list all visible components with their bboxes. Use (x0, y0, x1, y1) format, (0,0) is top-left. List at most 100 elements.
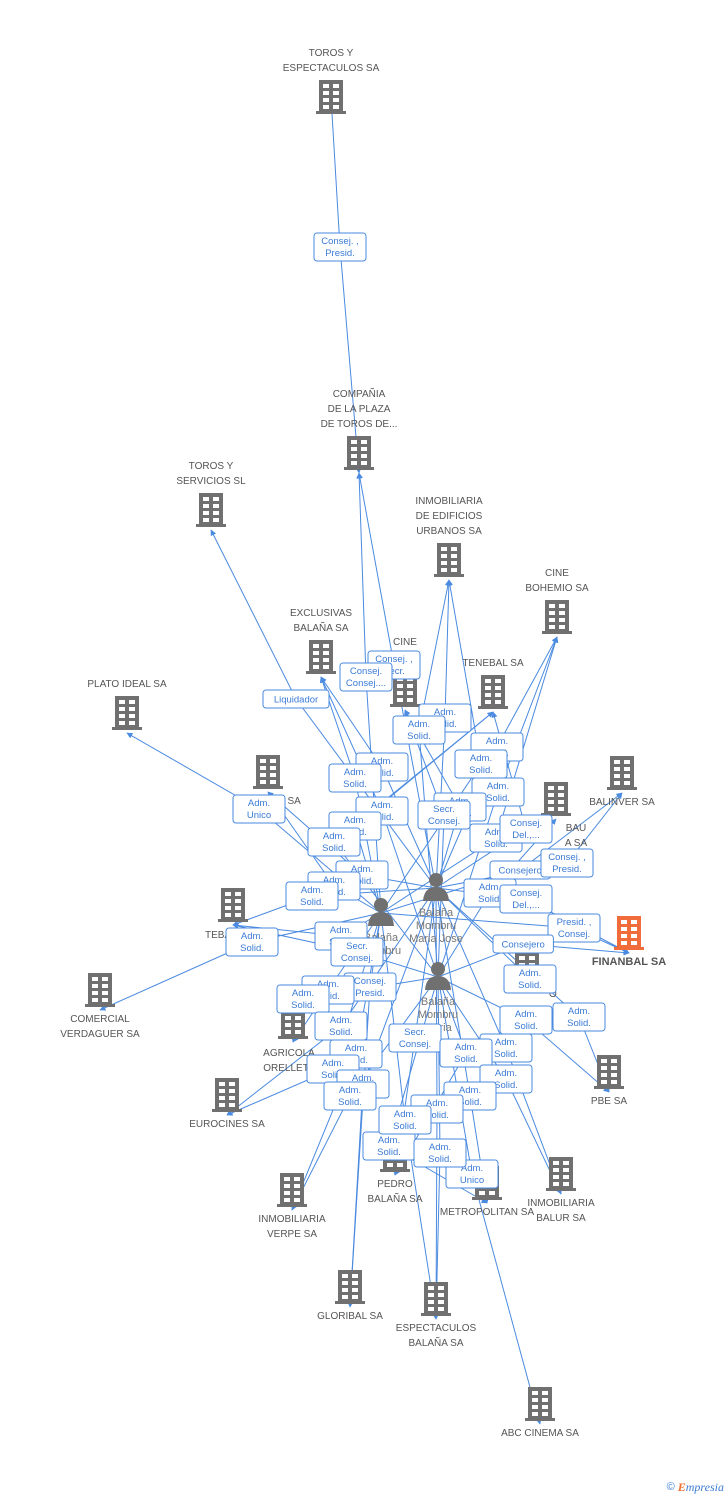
relation-r10[interactable]: Adm.Unico (232, 794, 286, 824)
building-icon (614, 916, 644, 950)
company-label: DE LA PLAZA (328, 404, 391, 415)
person-label: Maria Jose (409, 933, 463, 945)
building-icon (85, 973, 115, 1007)
building-windows (621, 920, 637, 945)
company-abc_cinema[interactable]: ABC CINEMA SA (501, 1387, 579, 1439)
relation-r33[interactable]: Adm.Solid. (276, 984, 330, 1014)
company-tenebal[interactable]: TENEBAL SA (462, 658, 524, 709)
building-windows (549, 604, 565, 629)
company-label: URBANOS SA (416, 526, 482, 537)
copyright-icon: © (666, 1481, 675, 1493)
building-windows (485, 679, 501, 704)
relation-label: Adm. (495, 1068, 517, 1079)
relation-r52[interactable]: Secr.Consej. (417, 800, 471, 830)
company-finanbal[interactable]: FINANBAL SA (592, 916, 666, 968)
relation-r50[interactable]: Adm.Solid. (454, 749, 508, 779)
company-label: O (549, 989, 557, 1000)
relation-r25[interactable]: Consejero (492, 934, 554, 954)
building-windows (553, 1161, 569, 1186)
relation-r23[interactable]: Consej.Del.,... (499, 884, 553, 914)
relation-label: Adm. (461, 1163, 483, 1174)
relation-label: Consej. , (548, 852, 586, 863)
company-plato_ideal[interactable]: PLATO IDEAL SA (87, 679, 167, 730)
relation-r31[interactable]: Consej.Presid. (343, 972, 397, 1002)
relation-label: Unico (247, 810, 271, 821)
relation-r39[interactable]: Adm.Solid. (439, 1038, 493, 1068)
relation-r21[interactable]: Adm.Solid. (285, 881, 339, 911)
company-label: PBE SA (591, 1096, 627, 1107)
relation-label: Adm. (371, 800, 393, 811)
relation-r36[interactable]: Secr.Consej. (388, 1023, 442, 1053)
relation-r2[interactable]: Liquidador (262, 689, 330, 709)
relation-r46[interactable]: Adm.Solid. (362, 1131, 416, 1161)
company-label: BALAÑA SA (367, 1192, 422, 1205)
relation-label: Consej. (399, 1039, 431, 1050)
person-label: Balaña (419, 907, 454, 919)
company-x_sa[interactable]: X SA (253, 755, 301, 807)
empresia-credit[interactable]: © Empresia (667, 1478, 724, 1496)
relation-r28[interactable]: Adm.Solid. (503, 964, 557, 994)
relation-label: Solid. (370, 768, 394, 779)
building-icon (541, 782, 571, 816)
relation-r47[interactable]: Adm.Solid. (413, 1138, 467, 1168)
company-eurocines[interactable]: EUROCINES SA (189, 1078, 265, 1130)
company-teba[interactable]: TEBA (205, 888, 248, 941)
relation-label: Adm. (459, 1085, 481, 1096)
relation-r16[interactable]: Consej.Del.,... (499, 814, 553, 844)
building-icon (525, 1387, 555, 1421)
relation-r18[interactable]: Consej. ,Presid. (540, 848, 594, 878)
company-label: DE EDIFICIOS (416, 511, 483, 522)
relation-label: Adm. (515, 1009, 537, 1020)
building-icon (546, 1157, 576, 1191)
relation-label: Adm. (323, 831, 345, 842)
relation-label: Solid. (567, 1018, 591, 1029)
relation-box (378, 1105, 432, 1135)
company-pbe[interactable]: PBE SA (591, 1055, 627, 1107)
relation-r35[interactable]: Adm.Solid. (314, 1011, 368, 1041)
relation-label: Secr. (404, 1027, 426, 1038)
relation-label: Adm. (378, 1135, 400, 1146)
relation-r34[interactable]: Adm.Solid. (499, 1005, 553, 1035)
relation-r29[interactable]: Adm.Solid. (552, 1002, 606, 1032)
relation-label: Adm. (292, 988, 314, 999)
relation-r9[interactable]: Adm.Solid. (328, 763, 382, 793)
relation-r26[interactable]: Adm.Solid. (225, 927, 279, 957)
company-label: TOROS Y (309, 48, 354, 59)
relation-r4[interactable]: Consej.Consej.... (339, 662, 393, 692)
company-label: ESPECTACULOS (396, 1323, 477, 1334)
relation-label: Consejero (502, 940, 545, 951)
relation-r24[interactable]: Presid. ,Consej. (547, 913, 601, 943)
relation-r30[interactable]: Secr.Consej. (330, 937, 384, 967)
building-windows (351, 440, 367, 465)
relation-r6[interactable]: Adm.Solid. (392, 715, 446, 745)
company-label: CINE (393, 637, 417, 648)
relation-label: Consej. (341, 953, 373, 964)
relation-label: Adm. (345, 1043, 367, 1054)
company-label: ABC CINEMA SA (501, 1428, 579, 1439)
relation-r48[interactable]: Adm.Solid. (323, 1081, 377, 1111)
relation-label: Solid. (518, 980, 542, 991)
relation-r49[interactable]: Adm.Solid. (378, 1105, 432, 1135)
building-icon (306, 640, 336, 674)
relation-label: Adm. (429, 1142, 451, 1153)
relation-r15[interactable]: Adm.Solid. (307, 827, 361, 857)
relation-r1[interactable]: Consej. ,Presid. (313, 232, 367, 262)
relation-label: Adm. (339, 1085, 361, 1096)
company-balinver[interactable]: BALINVER SA (589, 756, 655, 808)
relation-label: Consejero (499, 866, 542, 877)
company-gloribal[interactable]: GLORIBAL SA (317, 1270, 383, 1322)
company-label: METROPOLITAN SA (440, 1207, 535, 1218)
